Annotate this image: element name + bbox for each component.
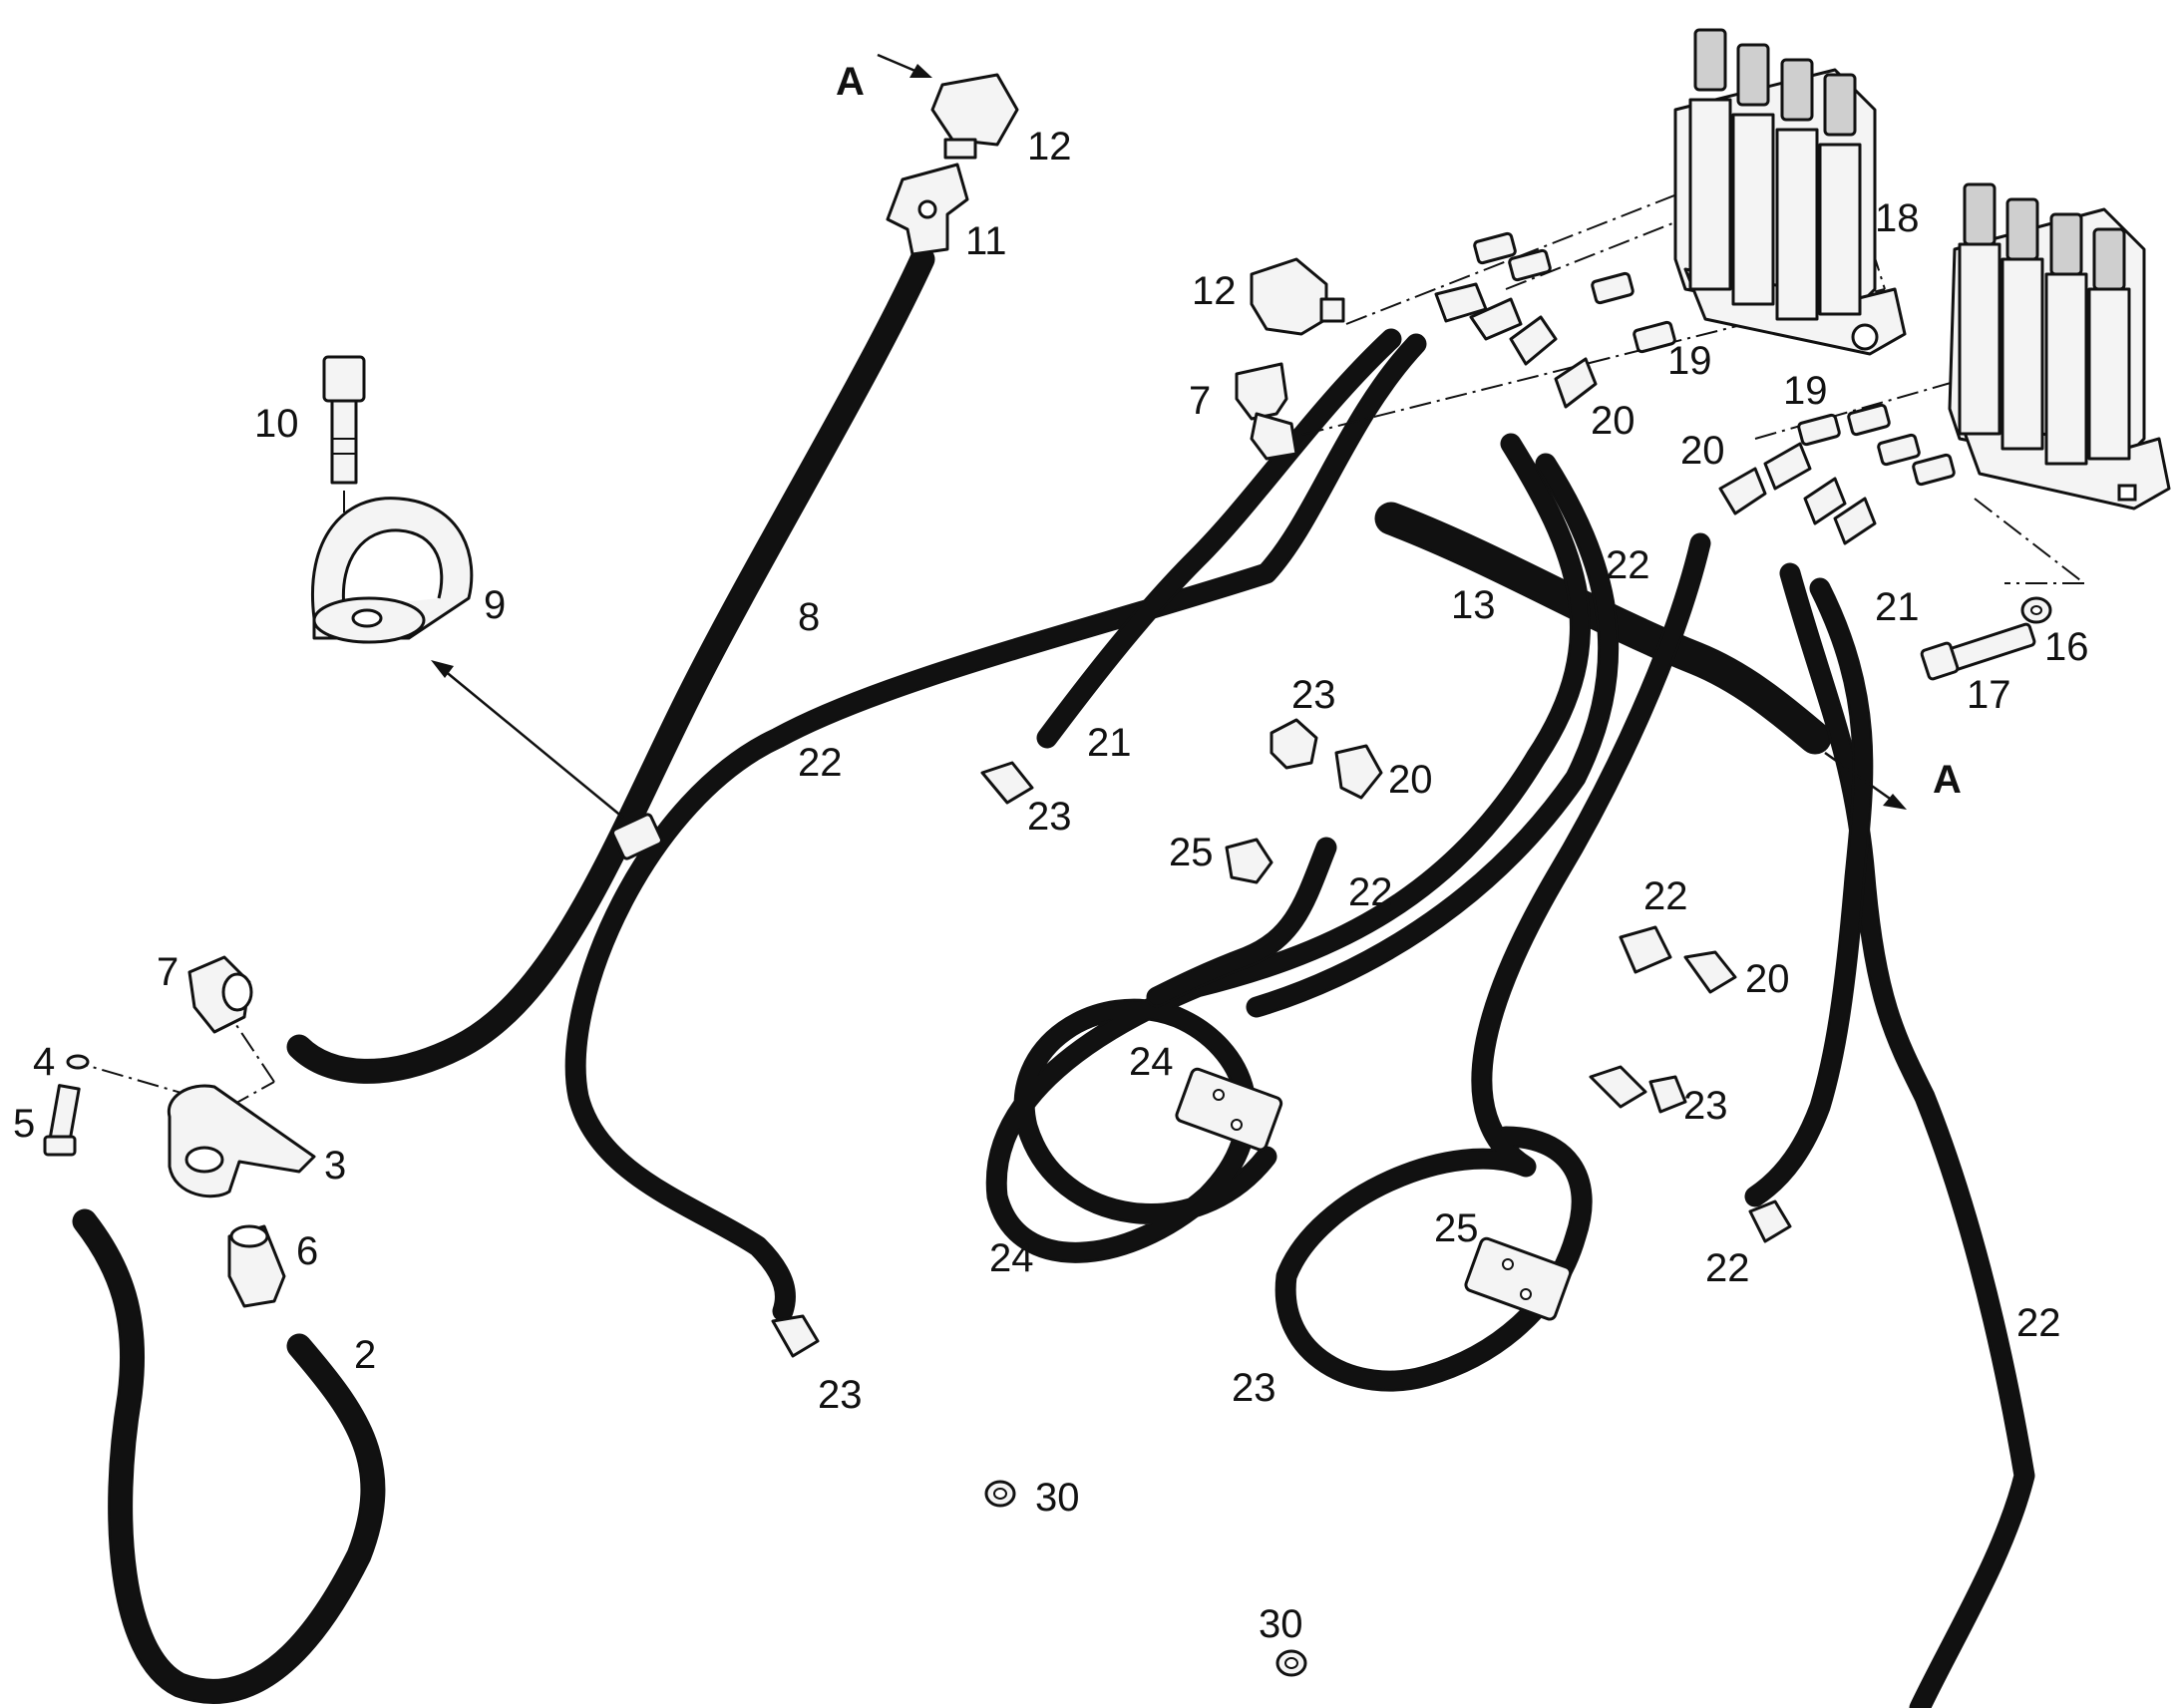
hose-group	[72, 246, 2035, 1708]
control-valve-bank-18	[1673, 28, 1907, 356]
callout-19-lower: 19	[1783, 369, 1828, 413]
hose-22-mid-low	[1146, 837, 1337, 1008]
hose-clamp-24-right	[1464, 1236, 1573, 1321]
callout-22-bottom-mid: 23	[1232, 1366, 1276, 1410]
washer-4	[66, 1054, 90, 1070]
callout-24-left: 24	[1129, 1040, 1174, 1084]
callout-7-left: 7	[157, 950, 179, 994]
callout-25-right: 23	[1683, 1084, 1728, 1128]
callout-30-lower: 30	[1259, 1602, 1303, 1646]
callout-23-mid-left: 23	[1027, 795, 1072, 839]
hose-22-right-long	[1779, 562, 2035, 1708]
callout-8: 8	[798, 595, 820, 639]
fittings-19-20-lower	[1718, 403, 1956, 545]
callout-21-right: 21	[1875, 585, 1920, 629]
callout-16: 16	[2044, 625, 2089, 669]
callout-30-upper: 30	[1035, 1476, 1080, 1520]
hose-clamp-24-left	[1175, 1067, 1283, 1152]
callout-4: 4	[33, 1040, 55, 1084]
leader-arrows	[431, 53, 1907, 819]
callout-20-lower: 20	[1680, 429, 1725, 473]
control-valve-bank-lower	[1948, 182, 2171, 511]
view-marker-a-top: A	[836, 60, 865, 104]
bolt-10	[322, 355, 366, 485]
elbow-fitting-7-left	[187, 955, 253, 1034]
hose-clamp-9	[311, 497, 474, 644]
callout-13: 13	[1451, 583, 1496, 627]
swivel-fitting-12-top	[930, 73, 1019, 160]
callout-23-mid: 23	[1291, 673, 1336, 717]
callout-20-right: 22	[1643, 874, 1688, 918]
hose-22-loop-left	[985, 433, 1591, 1263]
callout-24-right: 25	[1434, 1206, 1479, 1250]
callout-17: 17	[1967, 673, 2011, 717]
callout-22-upper: 22	[1606, 543, 1650, 587]
hose-2	[72, 1208, 386, 1704]
view-marker-a-right: A	[1933, 758, 1962, 802]
callout-25-mid: 25	[1169, 831, 1214, 874]
hose-21-right	[1744, 577, 1874, 1207]
hose-8	[286, 246, 935, 1084]
callout-6: 6	[296, 1229, 318, 1273]
callout-9: 9	[484, 583, 506, 627]
callout-labels: A 12 11 10 9 8 7 4 5 3 6 2 23 22 21 23 1…	[13, 60, 2089, 1646]
callout-20-mid: 20	[1388, 758, 1433, 802]
callout-12-middle: 12	[1192, 269, 1237, 313]
callout-22-far-right: 22	[2016, 1301, 2061, 1345]
callout-10: 10	[254, 402, 299, 446]
callout-5: 5	[13, 1102, 35, 1146]
callout-22-mid: 22	[1348, 870, 1393, 914]
callout-2: 2	[354, 1333, 376, 1377]
fittings-19-20-upper	[1434, 231, 1676, 409]
hose-clamp-on-8	[611, 813, 663, 860]
swivel-fitting-12-middle	[1250, 257, 1345, 336]
callout-19-upper: 19	[1667, 339, 1712, 383]
tee-fitting-11	[886, 163, 969, 256]
elbow-fitting-7-middle	[1235, 362, 1298, 461]
hose-22-loop-mid	[1246, 453, 1620, 1018]
callout-12: 12	[1027, 125, 1072, 169]
callout-11: 11	[965, 219, 1007, 263]
callout-7-middle: 7	[1189, 379, 1211, 423]
bolt-17	[1920, 622, 2036, 681]
hose-22-loop-right	[1274, 532, 1711, 1392]
cap-30-lower	[1275, 1649, 1307, 1677]
callout-20-upper: 20	[1591, 399, 1635, 443]
callout-23-bottom-left: 23	[818, 1373, 863, 1417]
hose-22-left-short	[1036, 328, 1402, 749]
bracket-3	[167, 1084, 316, 1198]
callout-18: 18	[1875, 196, 1920, 240]
callout-21-left: 21	[1087, 721, 1132, 765]
hose-22-left-long	[564, 333, 1427, 1322]
callout-3: 3	[324, 1144, 346, 1188]
callout-23-right: 20	[1745, 957, 1790, 1001]
callout-23-bottom-right: 22	[1705, 1246, 1750, 1290]
callout-22-bottom-left: 24	[989, 1236, 1034, 1280]
callout-22-left: 22	[798, 741, 843, 785]
cap-30-upper	[984, 1480, 1016, 1508]
washer-16	[2020, 596, 2052, 624]
adapter-6	[227, 1224, 286, 1308]
fittings-mid	[771, 718, 1792, 1358]
bolt-5	[43, 1084, 81, 1157]
